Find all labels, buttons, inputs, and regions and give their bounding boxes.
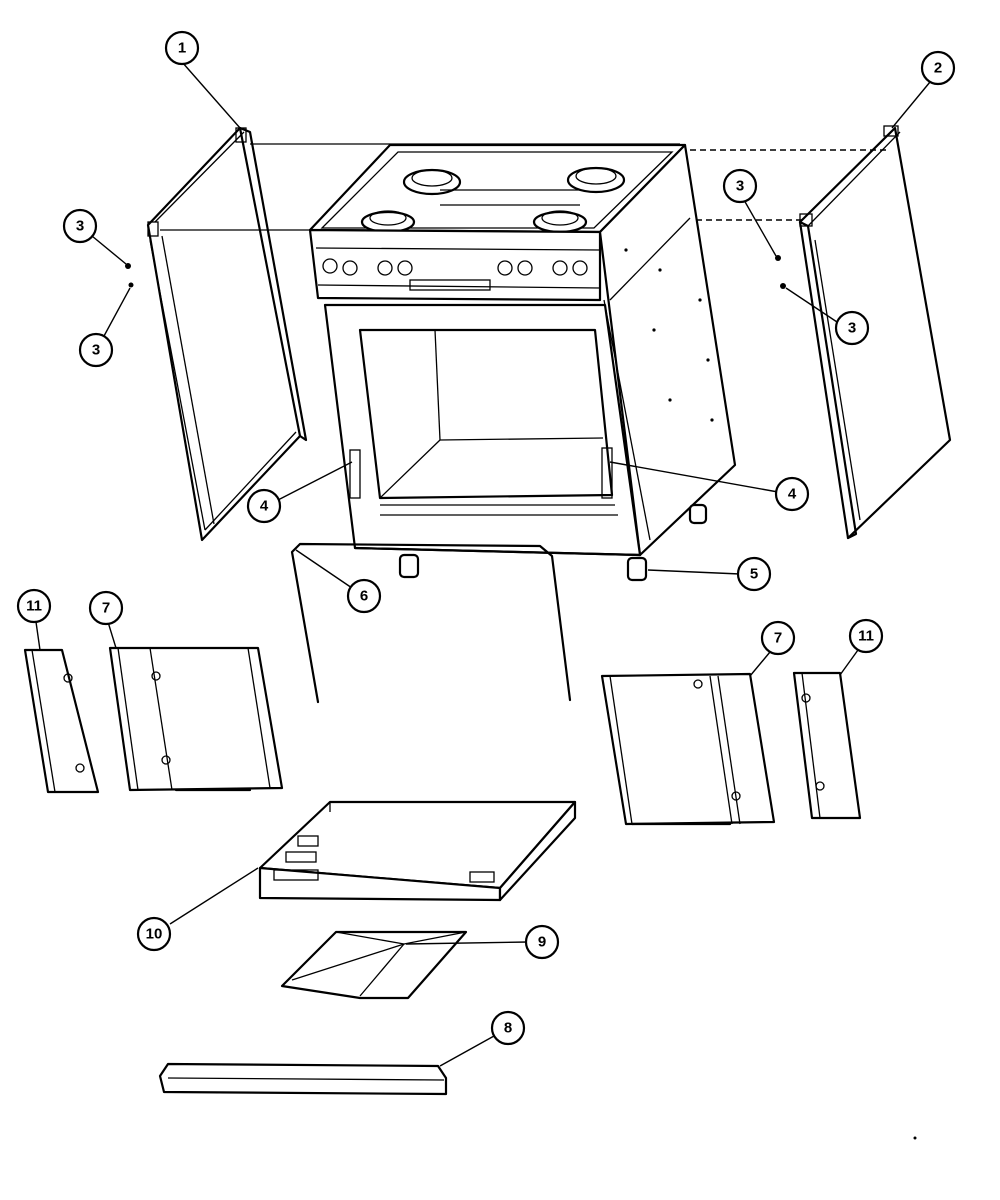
callout-label: 4 [260,498,269,515]
screw [128,282,134,288]
callout-3: 3 [834,310,870,346]
callout-3: 3 [62,208,98,244]
callout-3: 3 [78,332,114,368]
screw [780,283,786,289]
callout-4: 4 [246,488,282,524]
callout-label: 9 [538,934,546,951]
callout-7: 7 [760,620,796,656]
callout-label: 3 [92,342,100,359]
callout-3: 3 [722,168,758,204]
callout-1: 1 [164,30,200,66]
left-side-panel [146,126,308,542]
callout-8: 8 [490,1010,526,1046]
callout-label: 7 [774,630,782,647]
right-small-panel [792,671,862,820]
right-kick-panel [600,672,776,826]
stray-mark [913,1136,917,1140]
callout-label: 6 [360,588,368,605]
front-trim-strip [158,1062,448,1096]
callout-label: 1 [178,40,186,57]
callout-7: 7 [88,590,124,626]
callout-2: 2 [920,50,956,86]
callout-label: 4 [788,486,797,503]
callout-10: 10 [136,916,172,952]
screw [125,263,131,269]
callout-6: 6 [346,578,382,614]
callout-label: 8 [504,1020,512,1037]
callout-label: 2 [934,60,942,77]
callout-label: 7 [102,600,110,617]
screw [775,255,781,261]
right-side-panel [798,125,952,540]
callout-9: 9 [524,924,560,960]
leader-lines [35,61,931,1067]
callout-label: 10 [146,926,163,943]
callout-5: 5 [736,556,772,592]
drip-pan [280,930,468,1000]
callout-label: 3 [736,178,744,195]
bottom-tray [258,800,577,902]
callout-label: 3 [76,218,84,235]
callout-label: 11 [858,628,874,645]
left-small-panel [23,648,100,794]
callout-11: 11 [16,588,52,624]
left-kick-panel [108,646,284,792]
callout-label: 11 [26,598,42,615]
rail-rod [290,542,572,704]
callout-4: 4 [774,476,810,512]
callout-11: 11 [848,618,884,654]
callout-label: 3 [848,320,856,337]
callout-label: 5 [750,566,758,583]
range-cabinet [308,143,737,582]
